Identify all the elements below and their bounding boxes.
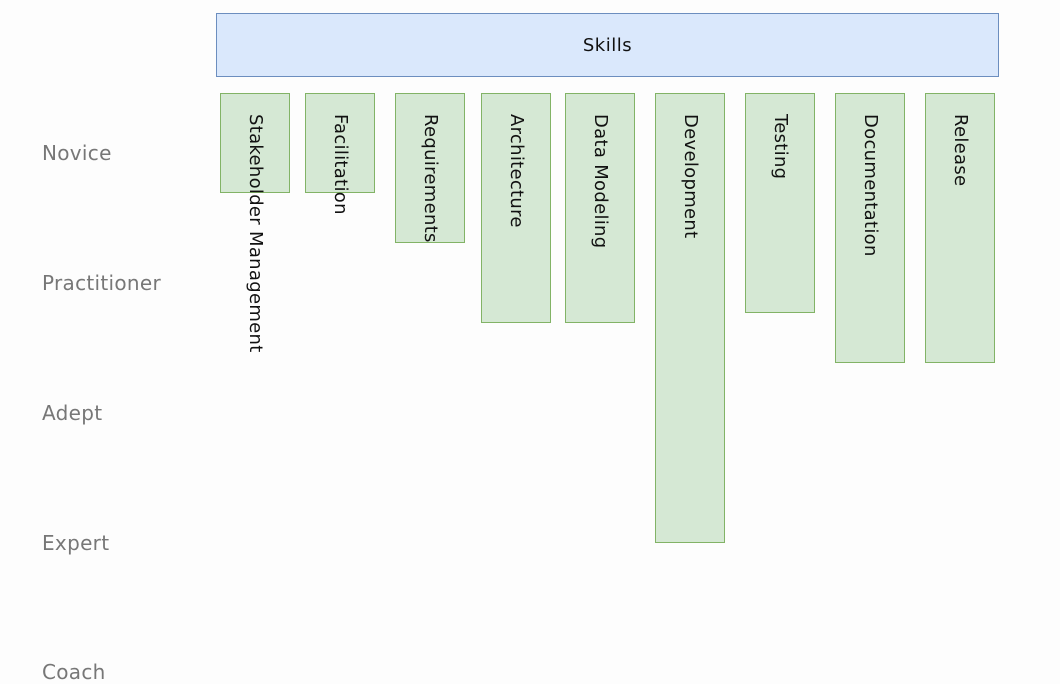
skills-header-title: Skills: [582, 34, 633, 56]
skill-label-facilitation: Facilitation: [330, 114, 351, 215]
skill-bar-data-modeling: Data Modeling: [565, 93, 635, 323]
skill-label-stakeholder-management: Stakeholder Management: [245, 114, 266, 353]
skill-label-release: Release: [950, 114, 971, 187]
level-label-expert: Expert: [42, 531, 110, 555]
level-label-novice: Novice: [42, 141, 112, 165]
skill-label-requirements: Requirements: [420, 114, 441, 243]
skill-bar-development: Development: [655, 93, 725, 543]
skill-label-development: Development: [680, 114, 701, 239]
level-label-practitioner: Practitioner: [42, 271, 162, 295]
skill-bar-architecture: Architecture: [481, 93, 551, 323]
skill-bar-stakeholder-management: Stakeholder Management: [220, 93, 290, 353]
level-label-adept: Adept: [42, 401, 103, 425]
skill-bar-testing: Testing: [745, 93, 815, 313]
skill-bar-release: Release: [925, 93, 995, 363]
skill-bar-documentation: Documentation: [835, 93, 905, 363]
skill-bar-requirements: Requirements: [395, 93, 465, 243]
level-label-coach: Coach: [42, 660, 106, 684]
skill-bar-facilitation: Facilitation: [305, 93, 375, 215]
skill-label-data-modeling: Data Modeling: [590, 114, 611, 249]
skill-label-architecture: Architecture: [506, 114, 527, 228]
skills-header: Skills: [216, 13, 999, 77]
skill-label-testing: Testing: [770, 114, 791, 180]
skill-label-documentation: Documentation: [860, 114, 881, 257]
